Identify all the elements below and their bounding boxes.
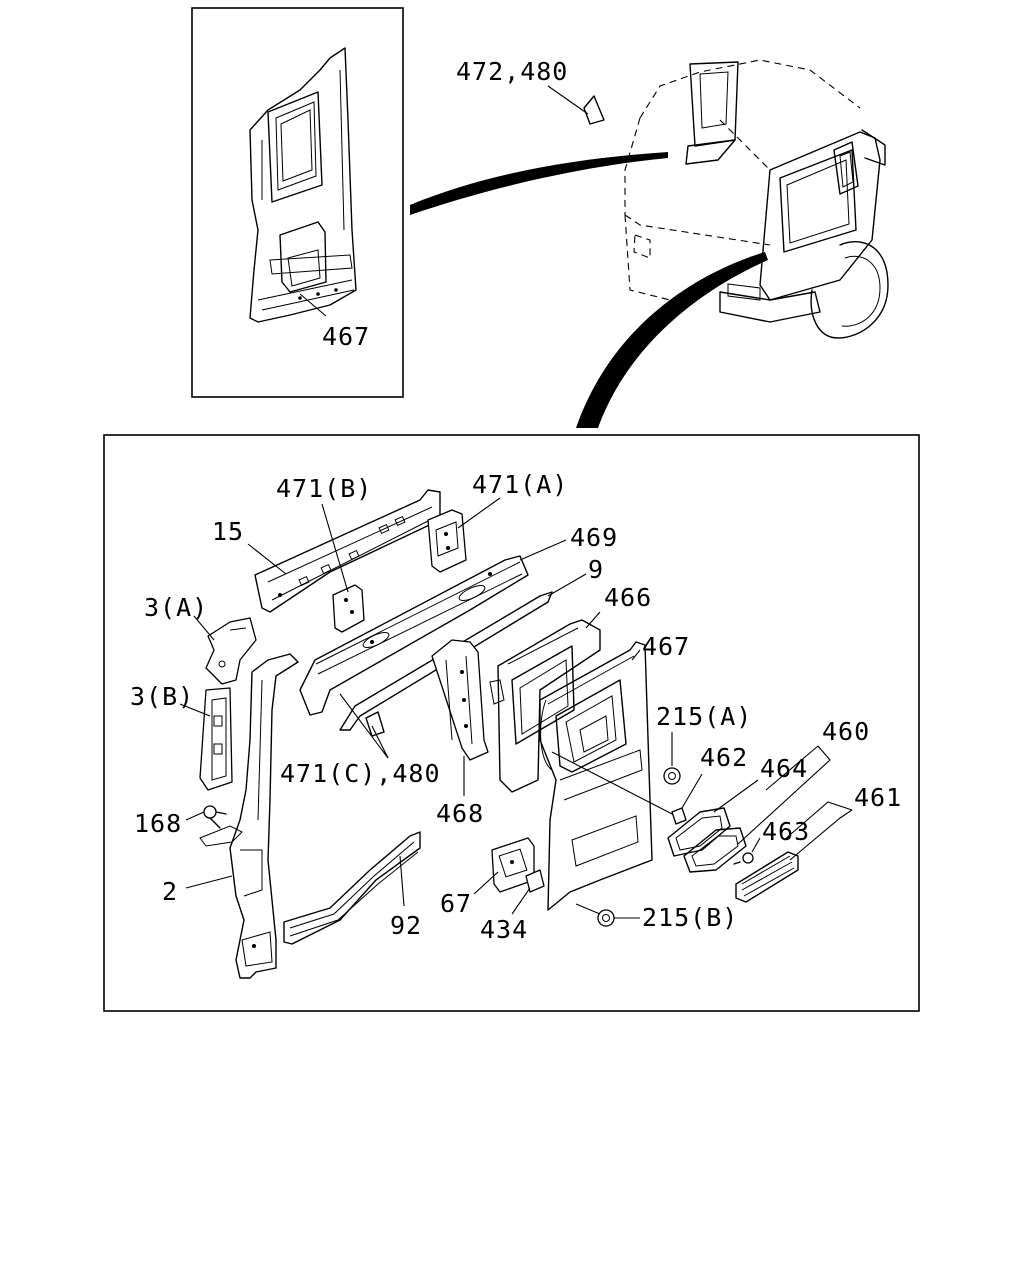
- callout-471a: 471(A): [472, 470, 568, 499]
- callout-15: 15: [212, 517, 244, 546]
- part-9-molding: [339, 591, 553, 731]
- part-92-floor-rail: [283, 831, 421, 945]
- part-168-bolt: [199, 805, 243, 847]
- callout-168: 168: [134, 809, 182, 838]
- part-462-bolt: [671, 807, 687, 825]
- callout-462: 462: [700, 743, 748, 772]
- part-464-gasket: [667, 807, 731, 857]
- part-468-inner-pillar: [431, 639, 489, 761]
- part-461-lamp: [735, 851, 799, 903]
- part-463-screw: [733, 852, 754, 865]
- callout-67: 67: [440, 889, 472, 918]
- callout-215a: 215(A): [656, 702, 752, 731]
- callout-467-inset: 467: [322, 322, 370, 351]
- part-67-bracket: [491, 837, 535, 893]
- part-466-inner-panel: [489, 619, 601, 793]
- inset-panel-467: [249, 47, 357, 323]
- part-434-clip: [525, 869, 545, 893]
- callout-9: 9: [588, 555, 604, 584]
- callout-461: 461: [854, 783, 902, 812]
- part-471b-bracket: [332, 584, 365, 633]
- callout-469: 469: [570, 523, 618, 552]
- callout-3a: 3(A): [144, 593, 208, 622]
- part-471a-bracket: [427, 509, 467, 573]
- callout-215b: 215(B): [642, 903, 738, 932]
- callout-466: 466: [604, 583, 652, 612]
- callout-2: 2: [162, 877, 178, 906]
- detail-frame: [103, 434, 920, 1012]
- callout-434: 434: [480, 915, 528, 944]
- callout-460: 460: [822, 717, 870, 746]
- inset-frame: [191, 7, 404, 398]
- part-215b-nut: [597, 909, 615, 927]
- callout-471c-480: 471(C),480: [280, 759, 441, 788]
- callout-92: 92: [390, 911, 422, 940]
- part-460-lens: [683, 827, 747, 873]
- callout-3b: 3(B): [130, 682, 194, 711]
- part-3b-reinforcement: [199, 687, 233, 791]
- callout-468: 468: [436, 799, 484, 828]
- callout-463: 463: [762, 817, 810, 846]
- part-3a-corner: [205, 617, 257, 685]
- vehicle-illustration: [624, 59, 889, 339]
- callout-472-480: 472,480: [456, 57, 568, 86]
- part-469-cross-member: [299, 555, 529, 716]
- arc-to-inset: [410, 152, 668, 215]
- part-467-outer-panel: [539, 641, 653, 911]
- callout-471b: 471(B): [276, 474, 372, 503]
- callout-464: 464: [760, 754, 808, 783]
- part-2-pillar: [229, 653, 299, 979]
- arc-to-detail: [576, 252, 768, 428]
- part-215a-nut: [663, 767, 681, 785]
- callout-467: 467: [642, 632, 690, 661]
